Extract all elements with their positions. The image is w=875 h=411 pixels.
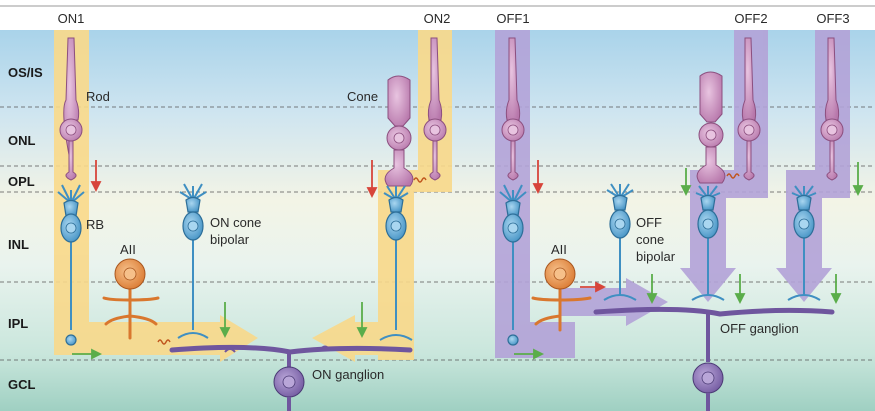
- on-ganglion-cell: [169, 344, 413, 411]
- bipolar-cells: [57, 183, 821, 346]
- label-rb: RB: [86, 217, 104, 232]
- aii-amacrine-cells: [102, 258, 592, 340]
- label-on1: ON1: [58, 11, 85, 26]
- rod-nuclei: [65, 124, 838, 136]
- layer-inl: INL: [8, 237, 29, 252]
- off-ganglion-cell: [593, 306, 835, 411]
- label-off1: OFF1: [496, 11, 529, 26]
- label-on-cone-bipolar-line2: bipolar: [210, 232, 250, 247]
- cone-cells: [384, 71, 726, 187]
- label-off-cone-bipolar-line1: OFF: [636, 215, 662, 230]
- layer-gcl: GCL: [8, 377, 36, 392]
- label-rod: Rod: [86, 89, 110, 104]
- label-off-ganglion: OFF ganglion: [720, 321, 799, 336]
- label-on-cone-bipolar-line1: ON cone: [210, 215, 261, 230]
- layer-labels: OS/IS ONL OPL INL IPL GCL: [8, 65, 43, 392]
- label-cone: Cone: [347, 89, 378, 104]
- pathway-labels: ON1 ON2 OFF1 OFF2 OFF3: [58, 11, 850, 26]
- label-on-ganglion: ON ganglion: [312, 367, 384, 382]
- layer-os-is: OS/IS: [8, 65, 43, 80]
- cell-labels: Rod Cone RB AII AII ON cone bipolar OFF …: [86, 89, 799, 382]
- green-arrows: [72, 162, 864, 360]
- label-off2: OFF2: [734, 11, 767, 26]
- bipolar-nuclei: [65, 218, 810, 234]
- layer-opl: OPL: [8, 174, 35, 189]
- label-off-cone-bipolar-line2: cone: [636, 232, 664, 247]
- label-off-cone-bipolar-line3: bipolar: [636, 249, 676, 264]
- gap-junctions: [157, 173, 740, 345]
- cone-nuclei: [393, 129, 717, 144]
- label-on2: ON2: [424, 11, 451, 26]
- label-aii-right: AII: [551, 242, 567, 257]
- layer-onl: ONL: [8, 133, 36, 148]
- label-aii-left: AII: [120, 242, 136, 257]
- red-arrows: [90, 160, 607, 293]
- label-off3: OFF3: [816, 11, 849, 26]
- layer-ipl: IPL: [8, 316, 28, 331]
